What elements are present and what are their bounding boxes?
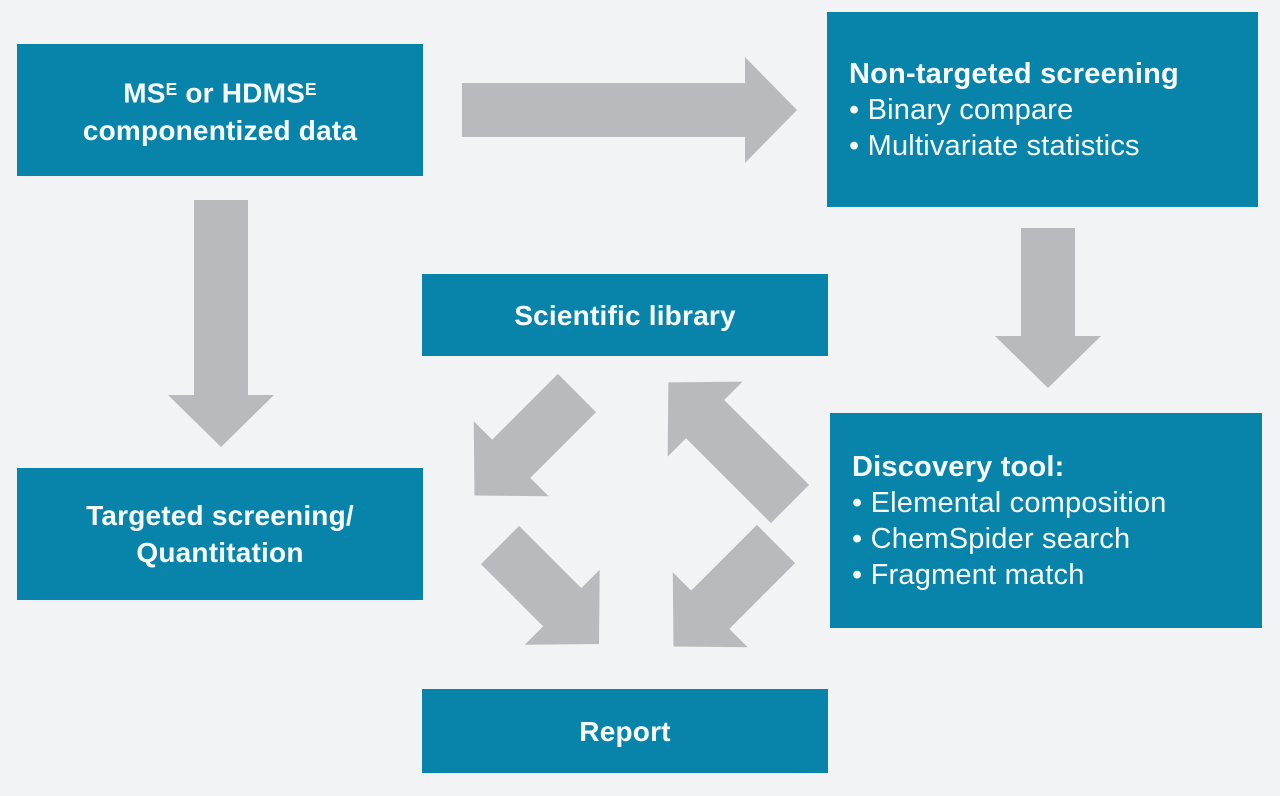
superscript-e: E — [305, 79, 317, 100]
discovery-tool-bullet: • ChemSpider search — [852, 522, 1131, 555]
arrow-discovery-to-scilib-icon — [667, 381, 810, 524]
discovery-tool-title: Discovery tool: — [852, 450, 1065, 483]
discovery-tool-bullet: • Fragment match — [852, 558, 1085, 591]
componentized-data-line1: MSE or HDMSE — [123, 77, 317, 109]
box-componentized-data: MSE or HDMSE componentized data — [17, 44, 423, 176]
componentized-data-line2: componentized data — [82, 114, 358, 146]
targeted-screening-line2: Quantitation — [136, 537, 304, 568]
arrow-discovery-to-report-icon — [672, 524, 796, 648]
discovery-tool-bullet: • Elemental composition — [852, 486, 1167, 519]
arrow-targeted-to-report-icon — [480, 525, 600, 645]
box-discovery-tool: Discovery tool: • Elemental composition … — [830, 413, 1262, 628]
non-targeted-bullet: • Binary compare — [849, 93, 1074, 126]
non-targeted-title: Non-targeted screening — [849, 57, 1179, 90]
report-title: Report — [579, 715, 671, 747]
box-targeted-screening: Targeted screening/ Quantitation — [17, 468, 423, 600]
superscript-e: E — [165, 79, 178, 100]
arrow-componentized-to-targeted-icon — [168, 200, 274, 447]
non-targeted-bullet: • Multivariate statistics — [849, 129, 1140, 162]
targeted-screening-line1: Targeted screening/ — [86, 500, 354, 531]
arrow-nontargeted-to-discovery-icon — [995, 228, 1101, 388]
box-scientific-library: Scientific library — [422, 274, 828, 356]
scientific-library-title: Scientific library — [514, 299, 736, 331]
arrow-scilib-to-targeted-icon — [473, 373, 597, 497]
box-non-targeted-screening: Non-targeted screening • Binary compare … — [827, 12, 1258, 207]
box-report: Report — [422, 689, 828, 773]
arrow-componentized-to-nontargeted-icon — [462, 57, 797, 163]
